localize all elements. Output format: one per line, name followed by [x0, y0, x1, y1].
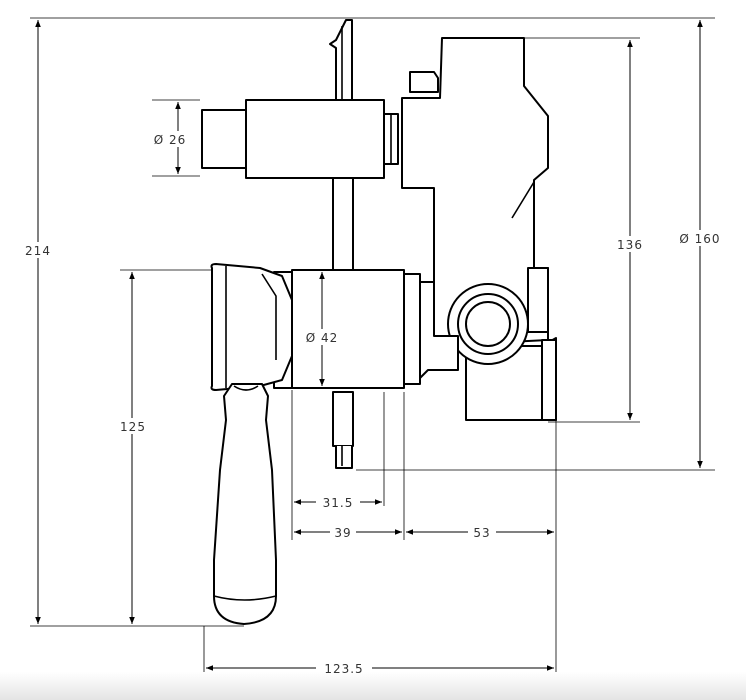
extension-lines — [30, 17, 715, 672]
inlet-side — [541, 339, 557, 421]
label-outlet-diameter: Ø 26 — [154, 133, 187, 147]
valve-outline — [201, 19, 557, 625]
dimension-lines — [35, 20, 703, 671]
wall-plate-bottom-lip — [335, 446, 353, 469]
wall-plate — [329, 19, 353, 101]
label-offset-31-5: 31.5 — [323, 496, 354, 510]
label-offset-39: 39 — [334, 526, 351, 540]
label-body-diameter: Ø 42 — [306, 331, 339, 345]
lever-handle — [213, 383, 277, 625]
label-handle-height: 125 — [120, 420, 146, 434]
body-end-ring — [403, 273, 421, 385]
label-overall-height: 214 — [25, 244, 51, 258]
handle-hub — [210, 263, 293, 391]
label-body-height: 136 — [617, 238, 643, 252]
housing-top-cap — [409, 71, 439, 93]
dimension-labels: 214 Ø 26 125 Ø 42 136 Ø 160 31.5 39 53 1… — [25, 131, 726, 676]
wall-plate-upper-mid — [332, 175, 354, 271]
label-plate-diameter: Ø 160 — [679, 232, 720, 246]
wall-plate-lower-mid — [332, 391, 354, 447]
inlet-port-inner — [465, 301, 511, 347]
outlet-collar — [245, 99, 385, 179]
label-offset-53: 53 — [473, 526, 490, 540]
housing-right-block — [527, 267, 549, 333]
outlet-pipe — [201, 109, 247, 169]
bottom-shadow — [0, 672, 746, 700]
